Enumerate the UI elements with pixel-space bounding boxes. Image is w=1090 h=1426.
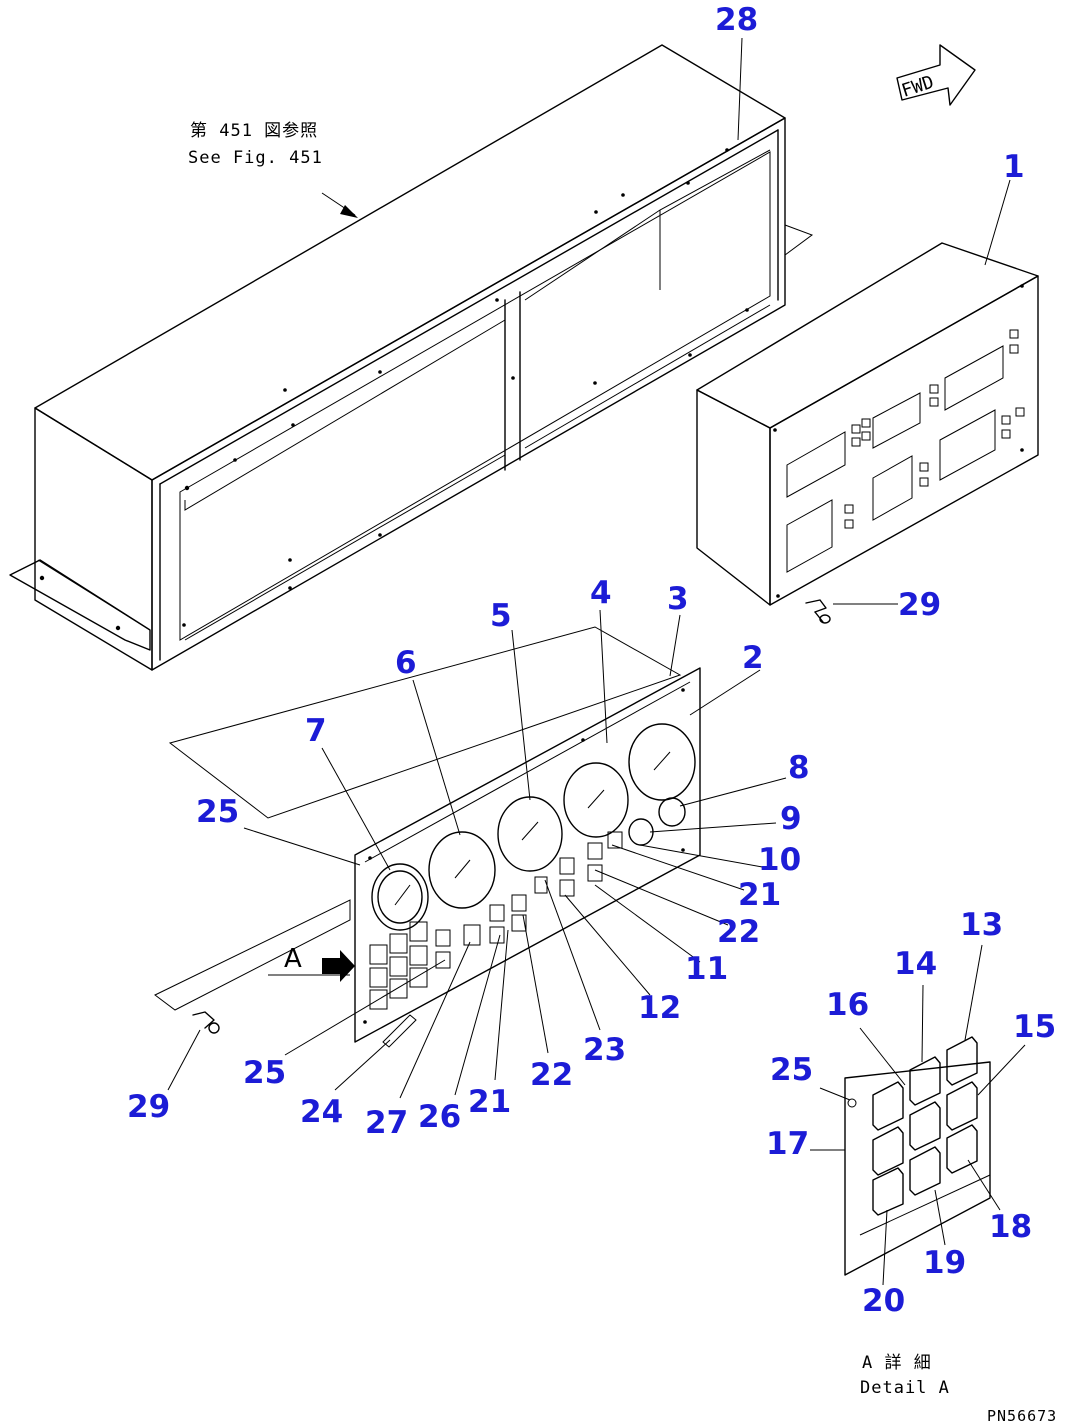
screw-29-lower	[192, 1011, 220, 1034]
callout-20: 20	[862, 1283, 905, 1319]
callout-22-right: 22	[717, 914, 760, 950]
callout-5: 5	[490, 598, 512, 634]
callout-2: 2	[742, 640, 764, 676]
callout-22-left: 22	[530, 1057, 573, 1093]
callout-18: 18	[989, 1209, 1032, 1245]
callout-25-detail: 25	[770, 1052, 813, 1088]
callout-10: 10	[758, 842, 801, 878]
screw-29-upper	[805, 599, 831, 624]
leader-lines	[167, 37, 1026, 1286]
callout-16: 16	[826, 987, 869, 1023]
detail-caption-english: Detail A	[860, 1378, 950, 1398]
callout-11: 11	[685, 951, 728, 987]
monitor-box-1	[696, 242, 1039, 606]
callout-9: 9	[780, 801, 802, 837]
housing-frame-28	[9, 44, 814, 671]
callout-26: 26	[418, 1099, 461, 1135]
callout-7: 7	[305, 713, 327, 749]
callout-19: 19	[923, 1245, 966, 1281]
callout-15: 15	[1013, 1009, 1056, 1045]
callout-13: 13	[960, 907, 1003, 943]
callout-17: 17	[766, 1126, 809, 1162]
callout-25-upper: 25	[196, 794, 239, 830]
callout-24: 24	[300, 1094, 343, 1130]
callout-21-right: 21	[738, 877, 781, 913]
callout-8: 8	[788, 750, 810, 786]
callout-23: 23	[583, 1032, 626, 1068]
callout-12: 12	[638, 990, 681, 1026]
reference-note-japanese: 第 451 図参照	[190, 121, 318, 141]
callout-14: 14	[894, 946, 937, 982]
meter-panel-2	[154, 626, 701, 1048]
document-number: PN56673	[987, 1407, 1057, 1425]
reference-note-english: See Fig. 451	[188, 148, 323, 168]
callout-1: 1	[1003, 149, 1025, 185]
callout-3: 3	[667, 581, 689, 617]
callout-27: 27	[365, 1105, 408, 1141]
callout-labels: 28 1 29 4 3 5 2 6 7 8 9 25 10 21 22 11 1…	[127, 2, 1056, 1319]
detail-caption-japanese: A 詳 細	[862, 1353, 932, 1373]
reference-arrow	[321, 192, 358, 218]
callout-6: 6	[395, 645, 417, 681]
callout-21-left: 21	[468, 1084, 511, 1120]
forward-direction-arrow: FWD	[896, 44, 976, 106]
detail-a-switch-panel	[844, 1036, 991, 1276]
detail-a-marker: A	[284, 944, 302, 974]
callout-29-upper: 29	[898, 587, 941, 623]
callout-29-lower: 29	[127, 1089, 170, 1125]
callout-25-lower: 25	[243, 1055, 286, 1091]
callout-28: 28	[715, 2, 758, 38]
callout-4: 4	[590, 575, 612, 611]
